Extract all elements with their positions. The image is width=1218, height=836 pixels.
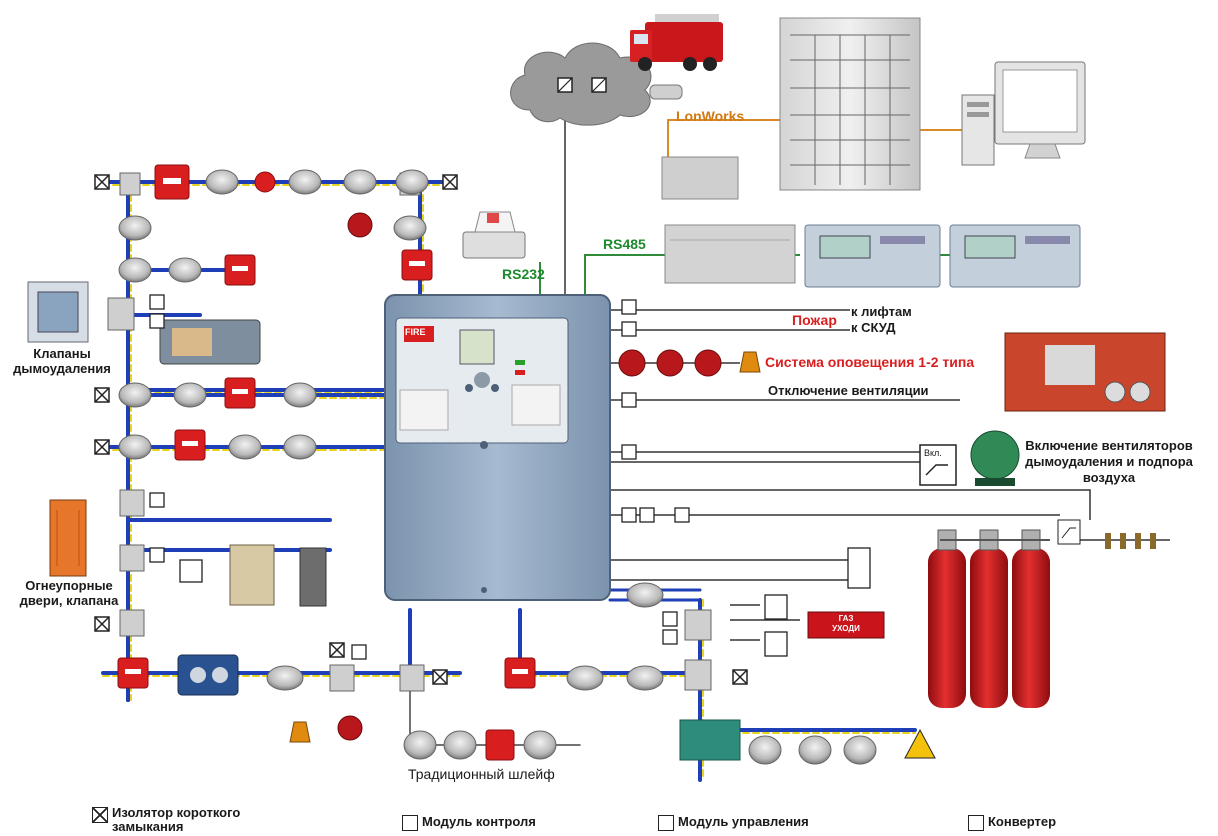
label-fans-on: Включение вентиляторов дымоудаления и по… <box>1000 438 1218 486</box>
relay-module-symbol-icon <box>658 815 674 831</box>
label-gas-leave: ГАЗ УХОДИ <box>808 614 884 634</box>
label-switch-on: Вкл. <box>924 448 942 458</box>
gas-cylinders-image <box>928 520 1156 708</box>
label-ventilation-off: Отключение вентиляции <box>768 383 929 398</box>
network-controller-boxes <box>662 157 795 283</box>
label-panel-fire: FIRE <box>405 327 426 337</box>
label-rs485: RS485 <box>603 236 646 252</box>
isolator-symbol-icon <box>92 807 108 823</box>
label-fire-doors: Огнеупорные двери, клапана <box>10 578 128 608</box>
network-cloud <box>511 43 651 125</box>
legend-converter-text: Конвертер <box>988 814 1056 829</box>
label-warning-system: Система оповещения 1-2 типа <box>765 354 974 370</box>
smoke-damper-image <box>28 282 88 342</box>
label-smoke-dampers: Клапаны дымоудаления <box>6 346 118 376</box>
legend-relay-module-text: Модуль управления <box>678 814 809 829</box>
legend-control-module-text: Модуль контроля <box>422 814 536 829</box>
legend-isolator: Изолятор короткого замыкания <box>92 806 240 834</box>
label-to-elevators: к лифтам <box>851 304 912 319</box>
label-lonworks: LonWorks <box>676 108 744 124</box>
door-holders-image <box>230 545 326 606</box>
fire-door-image <box>50 500 86 576</box>
main-fire-alarm-panel <box>385 295 610 600</box>
printer-image <box>463 212 525 258</box>
control-module-symbol-icon <box>402 815 418 831</box>
computer-workstation-image <box>962 62 1085 165</box>
legend-isolator-text: Изолятор короткого замыкания <box>112 806 240 834</box>
label-fire: Пожар <box>792 312 837 328</box>
ventilation-unit-image <box>1005 333 1165 411</box>
label-rs232: RS232 <box>502 266 545 282</box>
legend-control-module: Модуль контроля <box>402 814 536 831</box>
legend-converter: Конвертер <box>968 814 1056 831</box>
legend-relay-module: Модуль управления <box>658 814 809 831</box>
server-rack-image <box>780 18 920 190</box>
label-traditional-loop: Традиционный шлейф <box>408 766 555 782</box>
label-to-access-control: к СКУД <box>851 320 895 335</box>
converter-symbol-icon <box>968 815 984 831</box>
